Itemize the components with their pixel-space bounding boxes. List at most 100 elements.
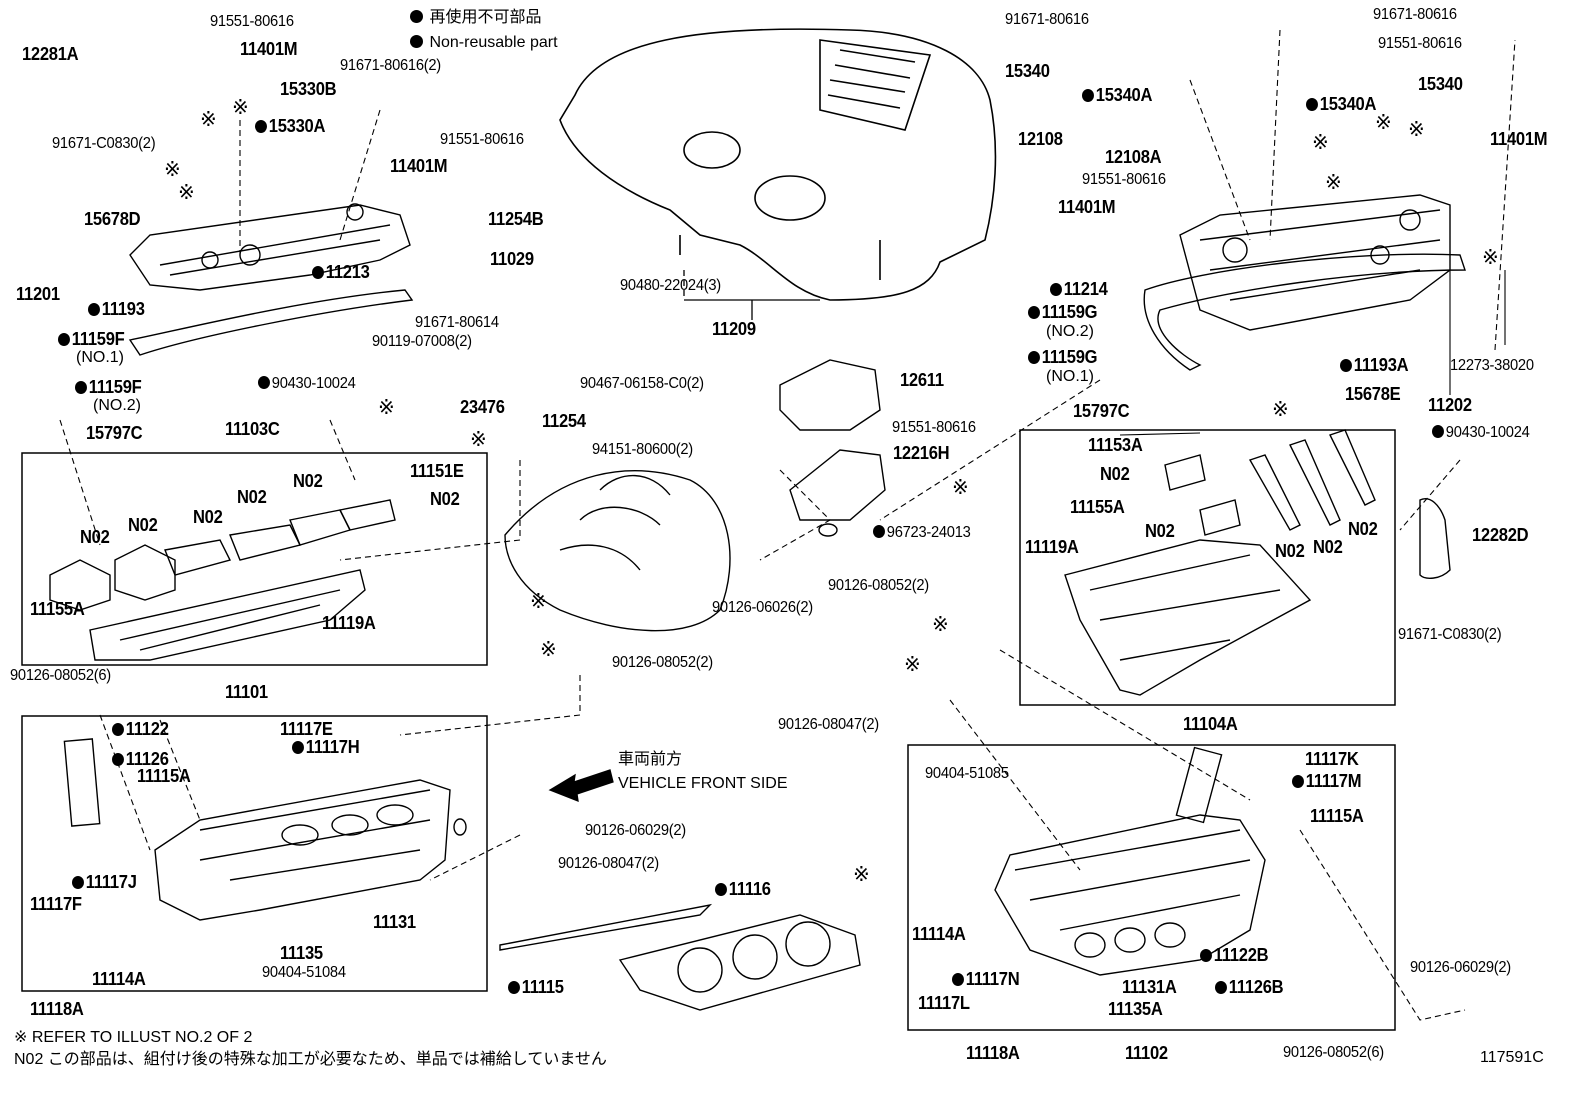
part-label[interactable]: 12611 [900, 370, 944, 390]
part-label-n02[interactable]: N02 [430, 489, 460, 509]
part-label[interactable]: 11119A [322, 613, 376, 633]
part-label[interactable]: 11102 [1125, 1043, 1168, 1063]
part-label-n02[interactable]: N02 [1145, 521, 1175, 541]
part-label[interactable]: 90430-10024 [258, 376, 356, 392]
part-label[interactable]: 90404-51085 [925, 765, 1009, 782]
part-label[interactable]: 11401M [1058, 197, 1116, 217]
part-label[interactable]: 15797C [86, 423, 143, 443]
part-label[interactable]: 11159G [1028, 303, 1098, 321]
part-label[interactable]: 11254 [542, 411, 586, 431]
part-label[interactable]: 90126-08052(6) [10, 667, 111, 684]
part-label-n02[interactable]: N02 [237, 487, 267, 507]
part-label[interactable]: 90126-08052(2) [828, 577, 929, 594]
part-label[interactable]: 11029 [490, 249, 534, 269]
part-label[interactable]: 96723-24013 [873, 525, 971, 541]
part-label[interactable]: 11117E [280, 719, 333, 739]
part-label[interactable]: 11117F [30, 894, 82, 914]
part-label[interactable]: 11117J [72, 873, 137, 891]
part-label[interactable]: 12108A [1105, 147, 1162, 167]
part-label[interactable]: 11122B [1200, 946, 1269, 964]
part-label[interactable]: 11135A [1108, 999, 1163, 1019]
part-label[interactable]: 11131 [373, 912, 416, 932]
part-label[interactable]: 11193A [1340, 356, 1409, 374]
part-label[interactable]: 11115A [1310, 806, 1364, 826]
part-label-n02[interactable]: N02 [80, 527, 110, 547]
part-label[interactable]: 90467-06158-C0(2) [580, 375, 704, 392]
part-label[interactable]: 91551-80616 [1082, 171, 1166, 188]
part-label[interactable]: 11159F [75, 378, 142, 396]
part-label[interactable]: 11131A [1122, 977, 1177, 997]
part-label[interactable]: 90126-08047(2) [558, 855, 659, 872]
part-label[interactable]: 90480-22024(3) [620, 277, 721, 294]
part-label[interactable]: 11115A [137, 766, 191, 786]
part-label[interactable]: 11214 [1050, 280, 1108, 298]
part-label[interactable]: 11151E [410, 461, 464, 481]
part-label-n02[interactable]: N02 [128, 515, 158, 535]
part-label[interactable]: 91671-80616 [1005, 11, 1089, 28]
part-label[interactable]: 11114A [912, 924, 966, 944]
part-label[interactable]: 11401M [240, 39, 298, 59]
part-label[interactable]: 91671-C0830(2) [1398, 626, 1502, 643]
part-label[interactable]: 91671-80616 [1373, 6, 1457, 23]
part-label-n02[interactable]: N02 [1348, 519, 1378, 539]
part-label[interactable]: 11104A [1183, 714, 1238, 734]
part-label[interactable]: 90126-08052(6) [1283, 1044, 1384, 1061]
part-label-n02[interactable]: N02 [1275, 541, 1305, 561]
part-label[interactable]: 12281A [22, 44, 79, 64]
part-label[interactable]: 12216H [893, 443, 950, 463]
part-label[interactable]: 15678D [84, 209, 141, 229]
part-label[interactable]: 11153A [1088, 435, 1143, 455]
part-label[interactable]: 11213 [312, 263, 370, 281]
part-label[interactable]: 11118A [966, 1043, 1020, 1063]
part-label[interactable]: 11119A [1025, 537, 1079, 557]
part-label[interactable]: 11115 [508, 978, 564, 996]
part-label[interactable]: 90430-10024 [1432, 425, 1530, 441]
part-label[interactable]: 11118A [30, 999, 84, 1019]
part-label[interactable]: 11401M [1490, 129, 1548, 149]
part-label[interactable]: 11155A [1070, 497, 1125, 517]
part-label[interactable]: 11117K [1305, 749, 1359, 769]
part-label-n02[interactable]: N02 [1100, 464, 1130, 484]
part-label[interactable]: 91551-80616 [1378, 35, 1462, 52]
part-label[interactable]: 15330A [255, 117, 325, 135]
part-label[interactable]: 12273-38020 [1450, 357, 1534, 374]
part-label[interactable]: 15340A [1082, 86, 1152, 104]
part-label[interactable]: 90126-06029(2) [585, 822, 686, 839]
part-label[interactable]: 90126-08052(2) [612, 654, 713, 671]
part-label[interactable]: 11126B [1215, 978, 1284, 996]
part-label[interactable]: 11122 [112, 720, 169, 738]
part-label[interactable]: 11135 [280, 943, 323, 963]
part-label[interactable]: 11117L [918, 993, 970, 1013]
part-label[interactable]: 91671-80616(2) [340, 57, 441, 74]
part-label[interactable]: 11117H [292, 738, 360, 756]
part-label[interactable]: 11117M [1292, 772, 1362, 790]
part-label-n02[interactable]: N02 [293, 471, 323, 491]
part-label[interactable]: 11114A [92, 969, 146, 989]
part-label[interactable]: 12108 [1018, 129, 1063, 149]
part-label[interactable]: 11201 [16, 284, 60, 304]
part-label[interactable]: 11101 [225, 682, 268, 702]
part-label-n02[interactable]: N02 [1313, 537, 1343, 557]
part-label[interactable]: 11117N [952, 970, 1020, 988]
part-label[interactable]: 94151-80600(2) [592, 441, 693, 458]
part-label[interactable]: 11126 [112, 750, 169, 768]
part-label[interactable]: 91671-C0830(2) [52, 135, 156, 152]
part-label[interactable]: 12282D [1472, 525, 1529, 545]
part-label[interactable]: 15340 [1418, 74, 1463, 94]
part-label[interactable]: 11155A [30, 599, 85, 619]
part-label[interactable]: 90126-06029(2) [1410, 959, 1511, 976]
part-label[interactable]: 90404-51084 [262, 964, 346, 981]
part-label[interactable]: 91551-80616 [210, 13, 294, 30]
part-label[interactable]: 11254B [488, 209, 544, 229]
part-label[interactable]: 11202 [1428, 395, 1472, 415]
part-label[interactable]: 11159G [1028, 348, 1098, 366]
part-label[interactable]: 23476 [460, 397, 505, 417]
part-label[interactable]: 15340A [1306, 95, 1376, 113]
part-label[interactable]: 15797C [1073, 401, 1130, 421]
part-label[interactable]: 15678E [1345, 384, 1401, 404]
part-label[interactable]: 91551-80616 [440, 131, 524, 148]
part-label[interactable]: 11116 [715, 880, 771, 898]
part-label[interactable]: 11193 [88, 300, 145, 318]
part-label[interactable]: 15330B [280, 79, 337, 99]
part-label[interactable]: 11209 [712, 319, 756, 339]
